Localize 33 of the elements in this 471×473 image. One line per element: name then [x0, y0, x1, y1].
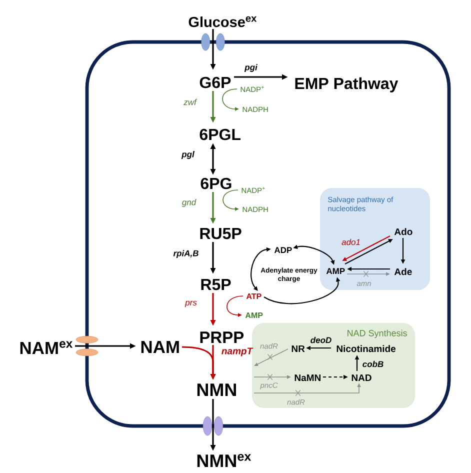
- enzyme-label: rpiA,B: [173, 250, 198, 258]
- metabolite-name: Ade: [394, 268, 412, 276]
- enzyme-label: prs: [184, 300, 197, 308]
- enzyme-label: deoD: [310, 336, 332, 344]
- enzyme-label: pgi: [244, 64, 258, 72]
- metabolite-name: 6PG: [200, 178, 232, 190]
- enzyme-label: pgl: [181, 151, 195, 159]
- metabolite-name: ATP: [246, 294, 262, 299]
- metabolite-name: G6P: [200, 76, 231, 88]
- metabolite-name: ADP: [274, 247, 292, 253]
- enzyme-label: gnd: [182, 199, 196, 207]
- metabolite-name: AMP: [326, 268, 345, 274]
- metabolite-name: RU5P: [200, 228, 242, 240]
- metabolite-name: NAD: [352, 374, 372, 381]
- metabolite-name: 6PGL: [200, 128, 240, 140]
- metabolite-name: Glucose$^{ex}$: [188, 16, 257, 28]
- metabolite-name: NR: [292, 345, 305, 352]
- metabolite-name: NaMN: [294, 374, 320, 382]
- metabolite-name: NMN$^{ex}$: [197, 454, 252, 467]
- metabolite-name: NAM$^{ex}$: [20, 341, 73, 354]
- metabolite-name: NMN: [197, 384, 236, 396]
- enzyme-label: zwf: [184, 98, 198, 106]
- enzyme-label: cobB: [362, 360, 384, 368]
- pathway-name: EMP Pathway: [295, 77, 398, 92]
- metabolite-name: PRPP: [200, 332, 244, 343]
- metabolite-name: AMP: [245, 312, 263, 318]
- enzyme-label: ado1: [342, 238, 360, 246]
- metabolite-name: Nicotinamide: [336, 345, 396, 352]
- metabolite-name: R5P: [201, 279, 231, 290]
- enzyme-label: nampT: [222, 348, 254, 356]
- arrow: [226, 296, 244, 317]
- metabolite-name: Ado: [394, 228, 412, 236]
- metabolite-name: NAM: [141, 340, 179, 353]
